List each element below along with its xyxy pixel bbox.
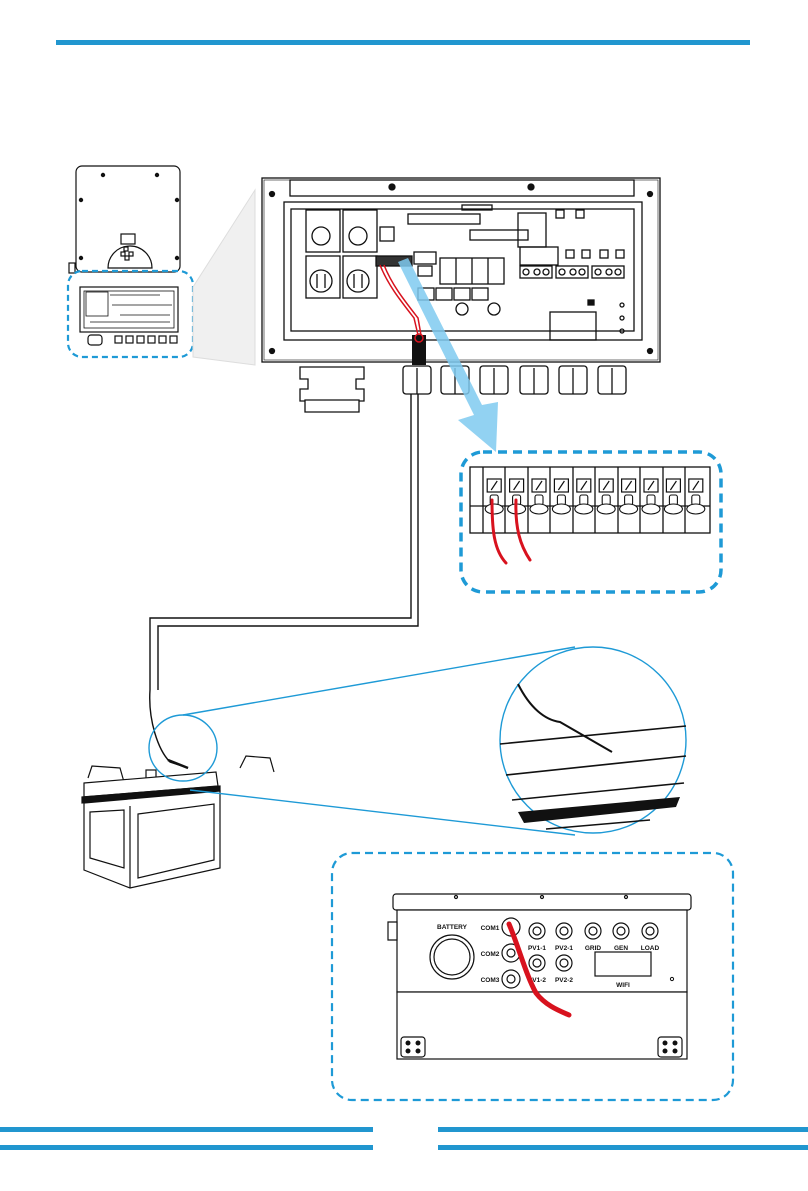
battery [82, 756, 274, 888]
footer-rule-right-bottom [438, 1145, 808, 1150]
footer-rule-left-top [0, 1127, 373, 1132]
label-com3: COM3 [481, 977, 500, 984]
label-com1: COM1 [481, 925, 500, 932]
sensor-cable [150, 394, 418, 768]
label-com2: COM2 [481, 951, 500, 958]
label-pv2-2: PV2-2 [555, 977, 573, 984]
label-wifi: WIFI [616, 982, 630, 989]
label-battery: BATTERY [437, 924, 468, 931]
inverter-wiring-box [262, 178, 660, 362]
footer-rule-right-top [438, 1127, 808, 1132]
thumb-wiring-box [80, 287, 178, 332]
sensor-cable-sleeve [412, 335, 426, 365]
label-pv2-1: PV2-1 [555, 945, 573, 952]
label-grid: GRID [585, 945, 602, 952]
label-load: LOAD [641, 945, 660, 952]
zoom-wedge [193, 190, 255, 365]
label-pv1-1: PV1-1 [528, 945, 546, 952]
label-gen: GEN [614, 945, 628, 952]
inverter-thumbnail [69, 166, 180, 345]
thumb-glands [115, 336, 177, 343]
footer-rule-left-bottom [0, 1145, 373, 1150]
